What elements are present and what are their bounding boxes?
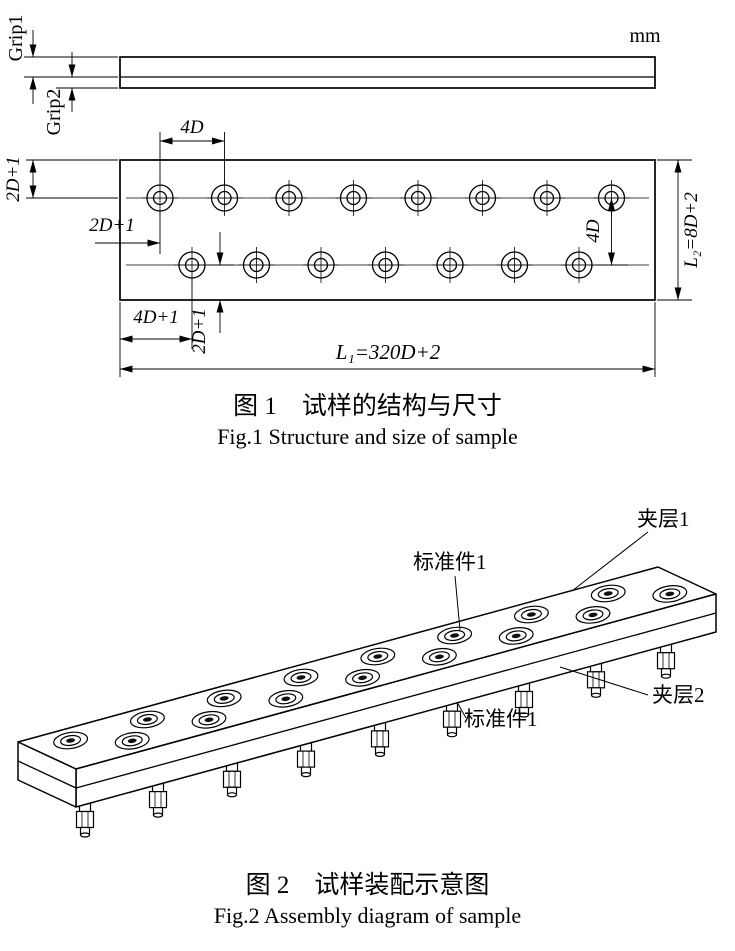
label-standard-top: 标准件1 <box>413 550 487 574</box>
bar-body <box>17 566 717 808</box>
leader-standard-bottom <box>456 701 467 719</box>
label-standard-bottom: 标准件1 <box>464 707 538 731</box>
figure2-caption-en: Fig.2 Assembly diagram of sample <box>213 903 522 928</box>
dim-4d1-bottom: 4D+1 <box>120 279 193 349</box>
hole <box>366 246 405 284</box>
dim-l2: L₂=8D+2 <box>657 159 702 301</box>
hole <box>528 179 566 217</box>
leader-sandwich1 <box>571 531 649 592</box>
hole <box>560 246 598 284</box>
dim-2d1-bottom: 2D+1 <box>189 232 234 354</box>
side-view: Grip1 Grip2 <box>5 15 656 135</box>
figure1-caption-en: Fig.1 Structure and size of sample <box>217 424 518 449</box>
leader-standard-top <box>454 575 461 631</box>
hole <box>173 246 211 284</box>
dim-2d1-left-v-label: 2D+1 <box>3 156 24 202</box>
unit-label: mm <box>629 25 661 47</box>
hole <box>141 179 179 217</box>
hole <box>495 246 534 284</box>
label-sandwich1: 夹层1 <box>637 507 690 531</box>
figure1-caption-zh: 图 1 试样的结构与尺寸 <box>233 393 502 420</box>
plate-outline <box>119 159 656 301</box>
grip2-label: Grip2 <box>43 89 65 136</box>
hole <box>431 246 469 284</box>
dim-4d-top: 4D <box>159 117 225 184</box>
plan-view: 4D 2D+1 2D+1 4D <box>3 117 702 377</box>
callouts: 夹层1 标准件1 夹层2 标准件1 <box>413 507 705 731</box>
figure2-caption-zh: 图 2 试样装配示意图 <box>245 872 490 899</box>
dim-4d-right-label: 4D <box>583 219 604 243</box>
hole <box>302 246 340 284</box>
dim-2d1-left-vertical: 2D+1 <box>3 156 118 202</box>
dim-l1: L₁=320D+2 <box>119 302 656 377</box>
figure-page: mm Grip1 Grip2 <box>3 15 717 928</box>
hole <box>270 179 308 217</box>
dim-2d1-bottom-label: 2D+1 <box>189 308 210 354</box>
layer-divider-front <box>75 612 717 789</box>
leader-sandwich2 <box>559 666 649 696</box>
dim-l1-label: L₁=320D+2 <box>335 340 441 364</box>
hole <box>334 179 373 217</box>
side-view-body <box>119 56 656 89</box>
dim-4d-right: 4D <box>583 198 628 266</box>
dim-4d1-bottom-label: 4D+1 <box>133 307 179 328</box>
grip1-label: Grip1 <box>5 15 27 62</box>
dim-4d-top-label: 4D <box>180 117 204 138</box>
label-sandwich2: 夹层2 <box>652 683 705 707</box>
hole <box>205 179 244 217</box>
hole <box>399 179 437 217</box>
figure1-drawing: mm Grip1 Grip2 <box>3 15 702 377</box>
hole <box>237 246 276 284</box>
dim-2d1-left-horizontal: 2D+1 <box>89 212 161 254</box>
dim-l2-label: L₂=8D+2 <box>681 192 702 269</box>
dim-2d1-left-h-label: 2D+1 <box>89 215 135 236</box>
grip1-dimension: Grip1 <box>5 15 118 104</box>
hole <box>463 179 502 217</box>
figure2-drawing: 夹层1 标准件1 夹层2 标准件1 <box>17 507 717 838</box>
grip2-dimension: Grip2 <box>43 52 118 135</box>
layer-divider-end <box>17 760 77 789</box>
